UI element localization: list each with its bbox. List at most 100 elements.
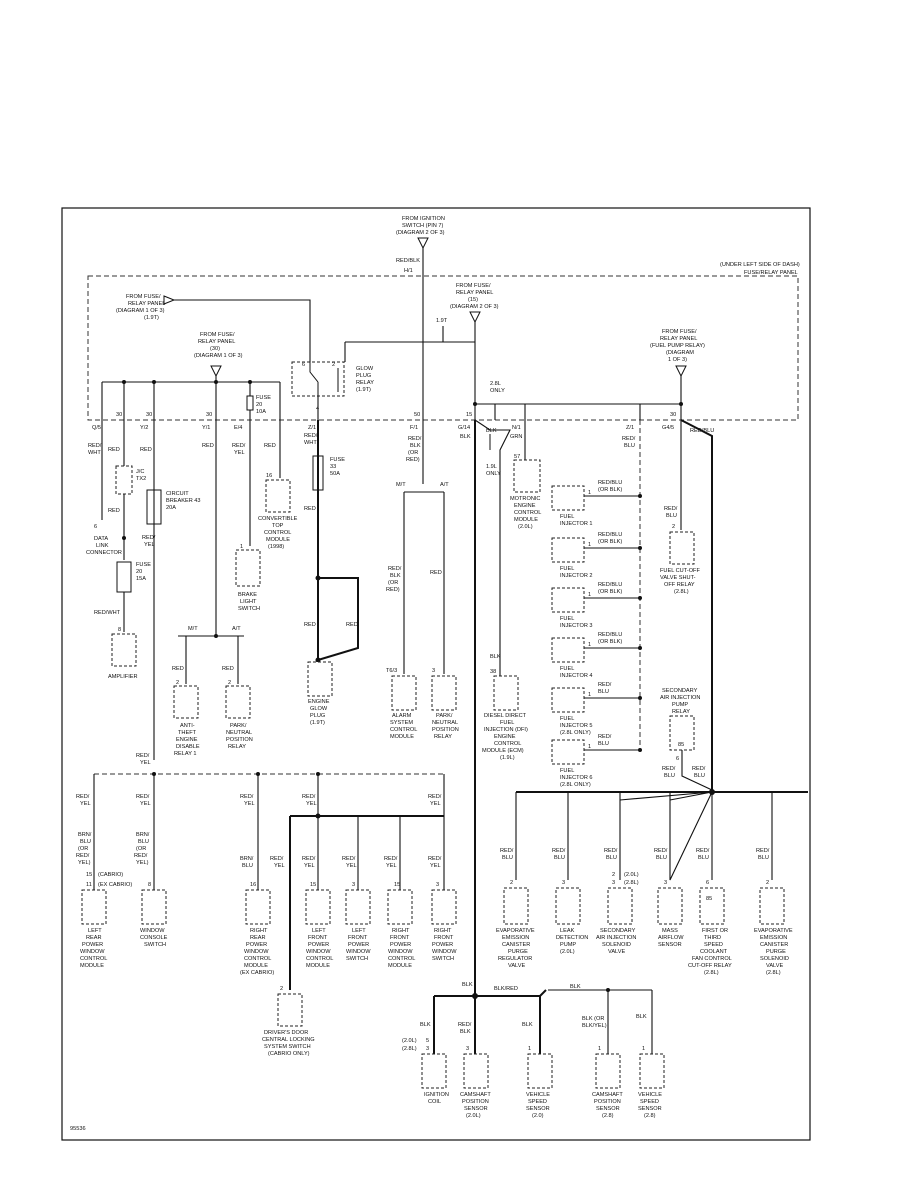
svg-text:(2.0L): (2.0L) [624, 872, 639, 878]
svg-text:EVAPORATIVE: EVAPORATIVE [754, 928, 793, 934]
svg-text:CONTROL: CONTROL [494, 741, 521, 747]
svg-text:BRAKE: BRAKE [238, 592, 257, 598]
svg-text:CIRCUIT: CIRCUIT [166, 491, 189, 497]
from-fuse15-label: FROM FUSE/ RELAY PANEL (15) (DIAGRAM 2 O… [450, 283, 499, 310]
svg-text:MODULE (ECM): MODULE (ECM) [482, 748, 524, 754]
svg-text:TOP: TOP [272, 523, 284, 529]
svg-text:RED: RED [108, 508, 120, 514]
svg-text:ENGINE: ENGINE [494, 734, 516, 740]
svg-text:POSITION: POSITION [594, 1099, 621, 1105]
svg-text:VEHICLE: VEHICLE [638, 1092, 662, 1098]
wire-label: RED/BLK [396, 258, 420, 264]
svg-text:38: 38 [490, 669, 496, 675]
svg-text:ENGINE: ENGINE [514, 503, 536, 509]
svg-text:BLK: BLK [490, 654, 501, 660]
drivers-door-locking-switch [277, 993, 303, 1027]
ignition-connector-symbol [417, 237, 429, 250]
svg-text:RED: RED [140, 447, 152, 453]
amplifier [111, 633, 137, 667]
svg-text:NEUTRAL: NEUTRAL [226, 730, 252, 736]
svg-text:RED/: RED/ [622, 436, 636, 442]
terminal-label: H/1 [404, 268, 413, 274]
svg-text:BLK: BLK [460, 1029, 471, 1035]
svg-text:POSITION: POSITION [432, 727, 459, 733]
svg-text:COOLANT: COOLANT [700, 949, 728, 955]
svg-text:FRONT: FRONT [308, 935, 328, 941]
svg-text:YEL): YEL) [136, 860, 149, 866]
svg-text:RED/: RED/ [76, 794, 90, 800]
svg-text:MODULE: MODULE [80, 963, 104, 969]
svg-text:RED/: RED/ [552, 848, 566, 854]
svg-text:16: 16 [250, 882, 256, 888]
svg-text:RED/: RED/ [142, 535, 156, 541]
svg-text:5: 5 [426, 1038, 429, 1044]
svg-text:YEL: YEL [430, 801, 441, 807]
svg-text:ENGINE: ENGINE [176, 737, 198, 743]
svg-text:VALVE: VALVE [766, 963, 783, 969]
data-link-connector: DATA LINK CONNECTOR [86, 536, 122, 556]
svg-text:DIESEL DIRECT: DIESEL DIRECT [484, 713, 527, 719]
vehicle-speed-sensor-20 [527, 1053, 553, 1089]
svg-text:15: 15 [86, 872, 92, 878]
right-front-window-switch [431, 889, 457, 925]
svg-text:(2.0L): (2.0L) [518, 524, 533, 530]
svg-text:PURGE: PURGE [766, 949, 786, 955]
svg-text:FUEL: FUEL [560, 666, 574, 672]
svg-text:REAR: REAR [86, 935, 102, 941]
svg-text:(DIAGRAM 1 OF 3): (DIAGRAM 1 OF 3) [116, 308, 165, 314]
svg-text:(1.9T): (1.9T) [356, 387, 371, 393]
svg-text:1: 1 [588, 490, 591, 496]
svg-text:BLU: BLU [502, 855, 513, 861]
svg-text:(OR BLK): (OR BLK) [598, 539, 622, 545]
svg-text:MASS: MASS [662, 928, 678, 934]
svg-text:YEL: YEL [274, 863, 285, 869]
svg-text:INJECTOR 2: INJECTOR 2 [560, 573, 593, 579]
svg-text:(2.8): (2.8) [644, 1113, 656, 1119]
from-fuse30-label: FROM FUSE/ RELAY PANEL (30) (DIAGRAM 1 O… [194, 332, 243, 359]
svg-text:YEL: YEL [140, 760, 151, 766]
park-neutral-relay-2 [431, 675, 457, 711]
fpr-connector-symbol [675, 365, 687, 378]
svg-text:WINDOW: WINDOW [346, 949, 371, 955]
svg-text:YEL: YEL [386, 863, 397, 869]
svg-text:ENGINE: ENGINE [308, 699, 330, 705]
svg-text:(EX CABRIO): (EX CABRIO) [98, 882, 132, 888]
svg-text:10A: 10A [256, 409, 266, 415]
svg-text:(1.9T): (1.9T) [144, 315, 159, 321]
svg-text:G/14: G/14 [458, 425, 470, 431]
svg-text:VEHICLE: VEHICLE [526, 1092, 550, 1098]
svg-text:(1998): (1998) [268, 544, 284, 550]
svg-text:FUEL: FUEL [500, 720, 514, 726]
svg-text:CAMSHAFT: CAMSHAFT [460, 1092, 491, 1098]
svg-text:RED/BLU: RED/BLU [598, 582, 622, 588]
svg-text:LIGHT: LIGHT [240, 599, 257, 605]
svg-text:FUEL: FUEL [560, 566, 574, 572]
svg-text:WHT: WHT [88, 450, 101, 456]
svg-text:2: 2 [612, 872, 615, 878]
svg-text:DETECTION: DETECTION [556, 935, 588, 941]
svg-text:RED/: RED/ [428, 794, 442, 800]
svg-text:FROM FUSE/: FROM FUSE/ [456, 283, 491, 289]
svg-text:SYSTEM SWITCH: SYSTEM SWITCH [264, 1044, 311, 1050]
svg-text:15A: 15A [136, 576, 146, 582]
svg-text:FUSE: FUSE [330, 457, 345, 463]
svg-text:BLK: BLK [570, 984, 581, 990]
svg-text:PARK/: PARK/ [230, 723, 247, 729]
svg-text:16: 16 [266, 473, 272, 479]
vehicle-speed-sensor-28 [639, 1053, 665, 1089]
svg-text:PUMP: PUMP [672, 702, 688, 708]
svg-text:15: 15 [394, 882, 400, 888]
svg-text:CONTROL: CONTROL [264, 530, 291, 536]
right-front-window-module [387, 889, 413, 925]
svg-text:REGULATOR: REGULATOR [498, 956, 532, 962]
svg-text:INJECTOR 5: INJECTOR 5 [560, 723, 593, 729]
svg-text:AIR INJECTION: AIR INJECTION [660, 695, 700, 701]
svg-text:PLUG: PLUG [356, 373, 371, 379]
svg-text:SENSOR: SENSOR [638, 1106, 662, 1112]
svg-text:CONNECTOR: CONNECTOR [86, 550, 122, 556]
svg-text:(15): (15) [468, 297, 478, 303]
